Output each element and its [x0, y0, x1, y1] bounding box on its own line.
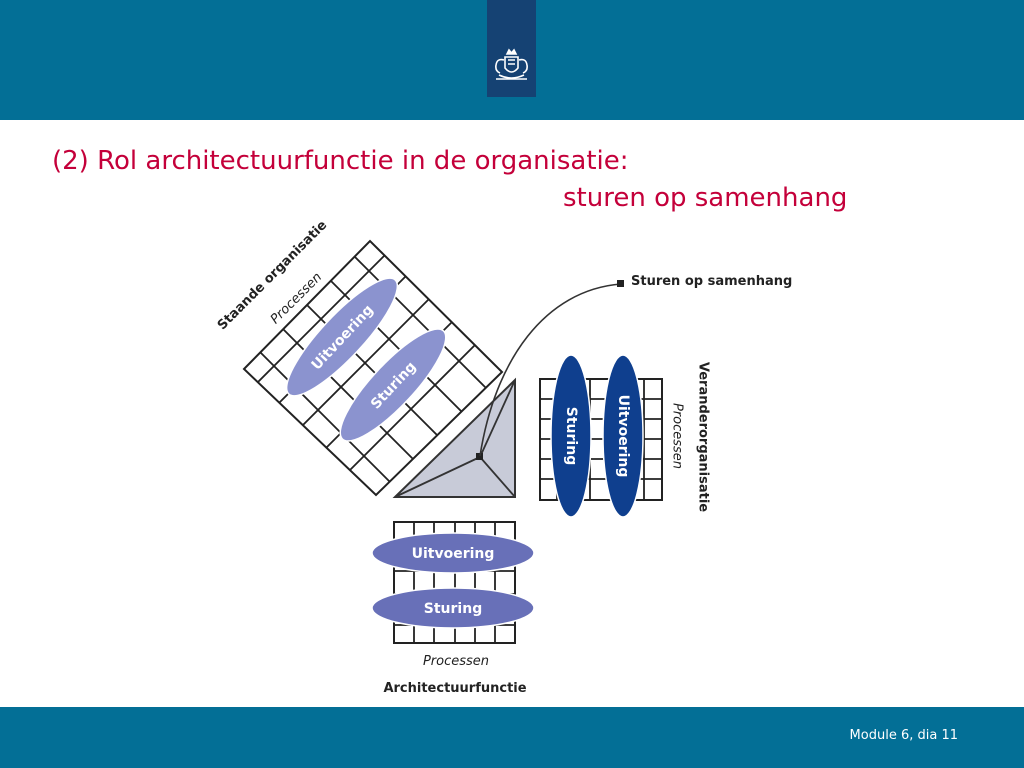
callout-label: Sturen op samenhang	[631, 274, 792, 289]
architectuur-title: Architectuurfunctie	[383, 681, 526, 696]
slide-number: Module 6, dia 11	[849, 728, 958, 743]
verander-label-sturing: Sturing	[563, 407, 579, 465]
architectuur-label-sturing: Sturing	[424, 601, 482, 617]
architecture-diagram: Uitvoering Sturing Staande organisatie P…	[215, 218, 792, 696]
verander-subtitle: Processen	[670, 403, 685, 469]
architectuur-subtitle: Processen	[423, 654, 489, 669]
architectuur-ellipse-uitvoering: Uitvoering	[371, 532, 535, 574]
header-bar	[0, 0, 1024, 120]
architectuur-ellipse-sturing: Sturing	[371, 587, 535, 629]
slide-subtitle: sturen op samenhang	[563, 183, 848, 213]
callout: Sturen op samenhang	[479, 274, 792, 457]
coat-of-arms-icon	[495, 48, 528, 80]
verander-label-uitvoering: Uitvoering	[615, 395, 631, 478]
logo	[487, 0, 536, 97]
footer-bar: Module 6, dia 11	[0, 707, 1024, 768]
verander-title: Veranderorganisatie	[696, 362, 711, 512]
architectuur-label-uitvoering: Uitvoering	[412, 546, 495, 562]
central-triangle	[392, 377, 516, 498]
verander-ellipse-sturing: Sturing	[550, 354, 592, 518]
verander-ellipse-uitvoering: Uitvoering	[602, 354, 644, 518]
slide-title: (2) Rol architectuurfunctie in de organi…	[52, 146, 629, 176]
veranderorganisatie-grid: Sturing Uitvoering Processen Veranderorg…	[539, 354, 711, 518]
architectuurfunctie-grid: Uitvoering Sturing Processen Architectuu…	[371, 521, 535, 696]
